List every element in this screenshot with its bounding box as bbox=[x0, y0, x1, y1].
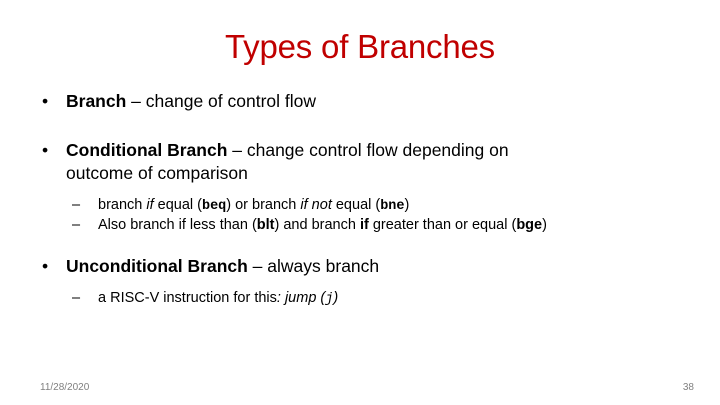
bullet-item-unconditional-branch: • Unconditional Branch – always branch bbox=[36, 255, 696, 278]
sub-bullet-marker: – bbox=[72, 290, 81, 306]
spacer bbox=[36, 185, 696, 196]
footer-date: 11/28/2020 bbox=[40, 382, 90, 393]
bullet-text-branch: change of control flow bbox=[145, 91, 317, 111]
spacer bbox=[36, 235, 696, 255]
sub-text-seg1: a RISC-V instruction for this bbox=[98, 290, 277, 306]
bullet-text-conditional-branch-line2: outcome of comparison bbox=[66, 163, 248, 183]
bullet-marker: • bbox=[42, 91, 49, 111]
bullet-term-branch: Branch bbox=[66, 91, 127, 111]
page-title: Types of Branches bbox=[225, 28, 495, 65]
footer-page-number: 38 bbox=[682, 382, 694, 393]
spacer bbox=[36, 113, 696, 139]
instruction-bge: bge bbox=[516, 217, 543, 233]
spacer bbox=[36, 278, 696, 289]
sub-text-em-if: if bbox=[359, 217, 369, 233]
instruction-j: j bbox=[325, 292, 334, 307]
bullet-term-conditional-branch: Conditional Branch bbox=[66, 140, 228, 160]
sub-text-seg4: ) bbox=[542, 217, 547, 233]
instruction-blt: blt bbox=[256, 217, 275, 233]
sub-bullet-marker: – bbox=[72, 217, 81, 233]
bullet-term-unconditional-branch: Unconditional Branch bbox=[66, 256, 248, 276]
sub-text-seg2: ) and branch bbox=[274, 217, 360, 233]
bullet-dash: – bbox=[126, 91, 146, 111]
slide-body: • Branch – change of control flow • Cond… bbox=[36, 90, 696, 309]
sub-text-seg3: ) or branch bbox=[226, 197, 301, 213]
sub-bullet-marker: – bbox=[72, 197, 81, 213]
instruction-beq: beq bbox=[202, 199, 227, 214]
sub-text-seg1: Also branch if less than ( bbox=[98, 217, 257, 233]
sub-text-em-close: ) bbox=[333, 290, 339, 306]
instruction-bne: bne bbox=[380, 199, 405, 214]
bullet-text-conditional-branch: change control flow depending on bbox=[246, 140, 509, 160]
sub-text-seg3: greater than or equal ( bbox=[368, 217, 517, 233]
sub-bullet-blt-bge: – Also branch if less than (blt) and bra… bbox=[36, 216, 696, 235]
sub-text-em-jump: : jump ( bbox=[276, 290, 326, 306]
bullet-item-branch: • Branch – change of control flow bbox=[36, 90, 696, 113]
sub-bullet-beq-bne: – branch if equal (beq) or branch if not… bbox=[36, 196, 696, 216]
sub-text-em-if: if bbox=[146, 197, 154, 213]
bullet-marker: • bbox=[42, 140, 49, 160]
bullet-dash: – bbox=[247, 256, 268, 276]
sub-bullet-jump: – a RISC-V instruction for this: jump (j… bbox=[36, 289, 696, 309]
bullet-item-conditional-branch: • Conditional Branch – change control fl… bbox=[36, 139, 696, 185]
sub-text-em-if-not: if not bbox=[300, 197, 332, 213]
bullet-text-unconditional-branch: always branch bbox=[267, 256, 380, 276]
sub-text-seg5: ) bbox=[404, 197, 410, 213]
bullet-dash: – bbox=[227, 140, 247, 160]
sub-text-seg1: branch bbox=[98, 197, 147, 213]
sub-text-seg4: equal ( bbox=[331, 197, 381, 213]
sub-text-seg2: equal ( bbox=[153, 197, 202, 213]
bullet-marker: • bbox=[42, 256, 49, 276]
